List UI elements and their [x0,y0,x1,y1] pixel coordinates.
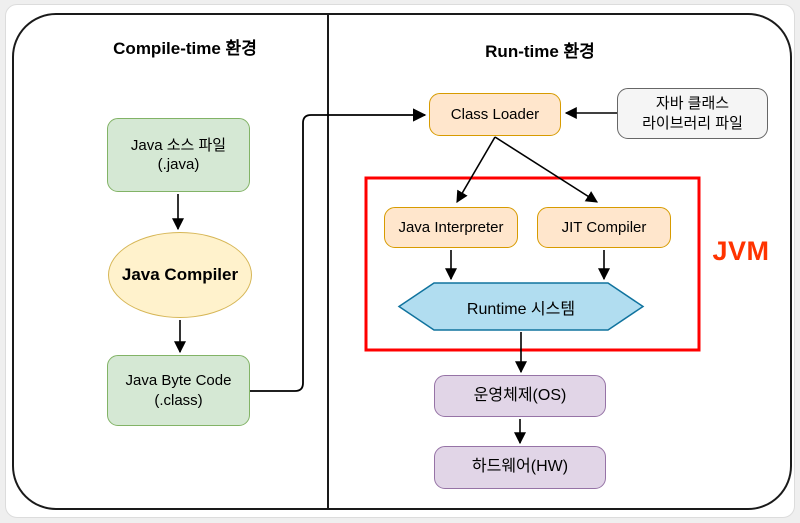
node-operating-system: 운영체제(OS) [434,375,606,417]
node-java-compiler: Java Compiler [108,232,252,318]
node-java-class-library: 자바 클래스 라이브러리 파일 [617,88,768,139]
node-hardware: 하드웨어(HW) [434,446,606,489]
compile-time-title: Compile-time 환경 [113,39,257,58]
node-jit-compiler: JIT Compiler [537,207,671,248]
node-runtime-system-label: Runtime 시스템 [466,300,576,318]
jvm-label: JVM [712,236,770,266]
node-java-interpreter: Java Interpreter [384,207,518,248]
run-time-title: Run-time 환경 [485,42,595,61]
node-java-byte-code: Java Byte Code (.class) [107,355,250,426]
node-java-source-file: Java 소스 파일 (.java) [107,118,250,192]
node-class-loader: Class Loader [429,93,561,136]
